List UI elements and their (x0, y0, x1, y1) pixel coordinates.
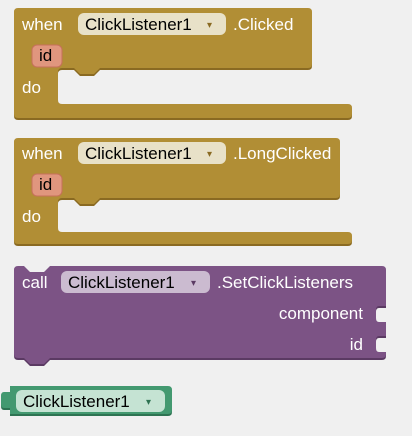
event-name: .Clicked (233, 15, 293, 34)
method-name: .SetClickListeners (217, 273, 353, 292)
component-dropdown[interactable]: ClickListener1 ▾ (16, 390, 165, 412)
event-block-clicked-surface (14, 8, 352, 118)
when-label: when (21, 144, 63, 163)
event-name: .LongClicked (233, 144, 331, 163)
chevron-down-icon: ▾ (207, 149, 212, 160)
dropdown-value: ClickListener1 (85, 144, 192, 163)
component-dropdown[interactable]: ClickListener1 ▾ (78, 13, 226, 35)
event-block-long-clicked[interactable]: when ClickListener1 ▾ .LongClicked id do (14, 138, 352, 246)
chevron-down-icon: ▾ (207, 20, 212, 31)
component-dropdown[interactable]: ClickListener1 ▾ (61, 271, 210, 293)
dropdown-value: ClickListener1 (68, 273, 175, 292)
do-label: do (22, 78, 41, 97)
param-pill-bg (31, 44, 63, 68)
dropdown-field (61, 271, 210, 293)
component-dropdown[interactable]: ClickListener1 ▾ (78, 142, 226, 164)
param-label: id (39, 46, 52, 65)
dropdown-field (78, 142, 226, 164)
component-block[interactable]: ClickListener1 ▾ (1, 386, 172, 416)
do-label: do (22, 207, 41, 226)
method-block-set-click-listeners[interactable]: call ClickListener1 ▾ .SetClickListeners… (14, 266, 386, 366)
dropdown-value: ClickListener1 (85, 15, 192, 34)
event-block-clicked[interactable]: when ClickListener1 ▾ .Clicked id do (14, 8, 352, 120)
arg-component-label: component (279, 304, 363, 323)
dropdown-field (78, 13, 226, 35)
param-id-pill[interactable]: id (31, 44, 63, 68)
chevron-down-icon: ▾ (191, 278, 196, 289)
param-pill-bg (31, 173, 63, 197)
param-id-pill[interactable]: id (31, 173, 63, 197)
event-block-long-clicked-surface (14, 138, 352, 244)
call-label: call (22, 273, 48, 292)
param-label: id (39, 175, 52, 194)
when-label: when (21, 15, 63, 34)
dropdown-field (16, 390, 165, 412)
chevron-down-icon: ▾ (146, 397, 151, 408)
arg-id-label: id (350, 335, 363, 354)
dropdown-value: ClickListener1 (23, 392, 130, 411)
